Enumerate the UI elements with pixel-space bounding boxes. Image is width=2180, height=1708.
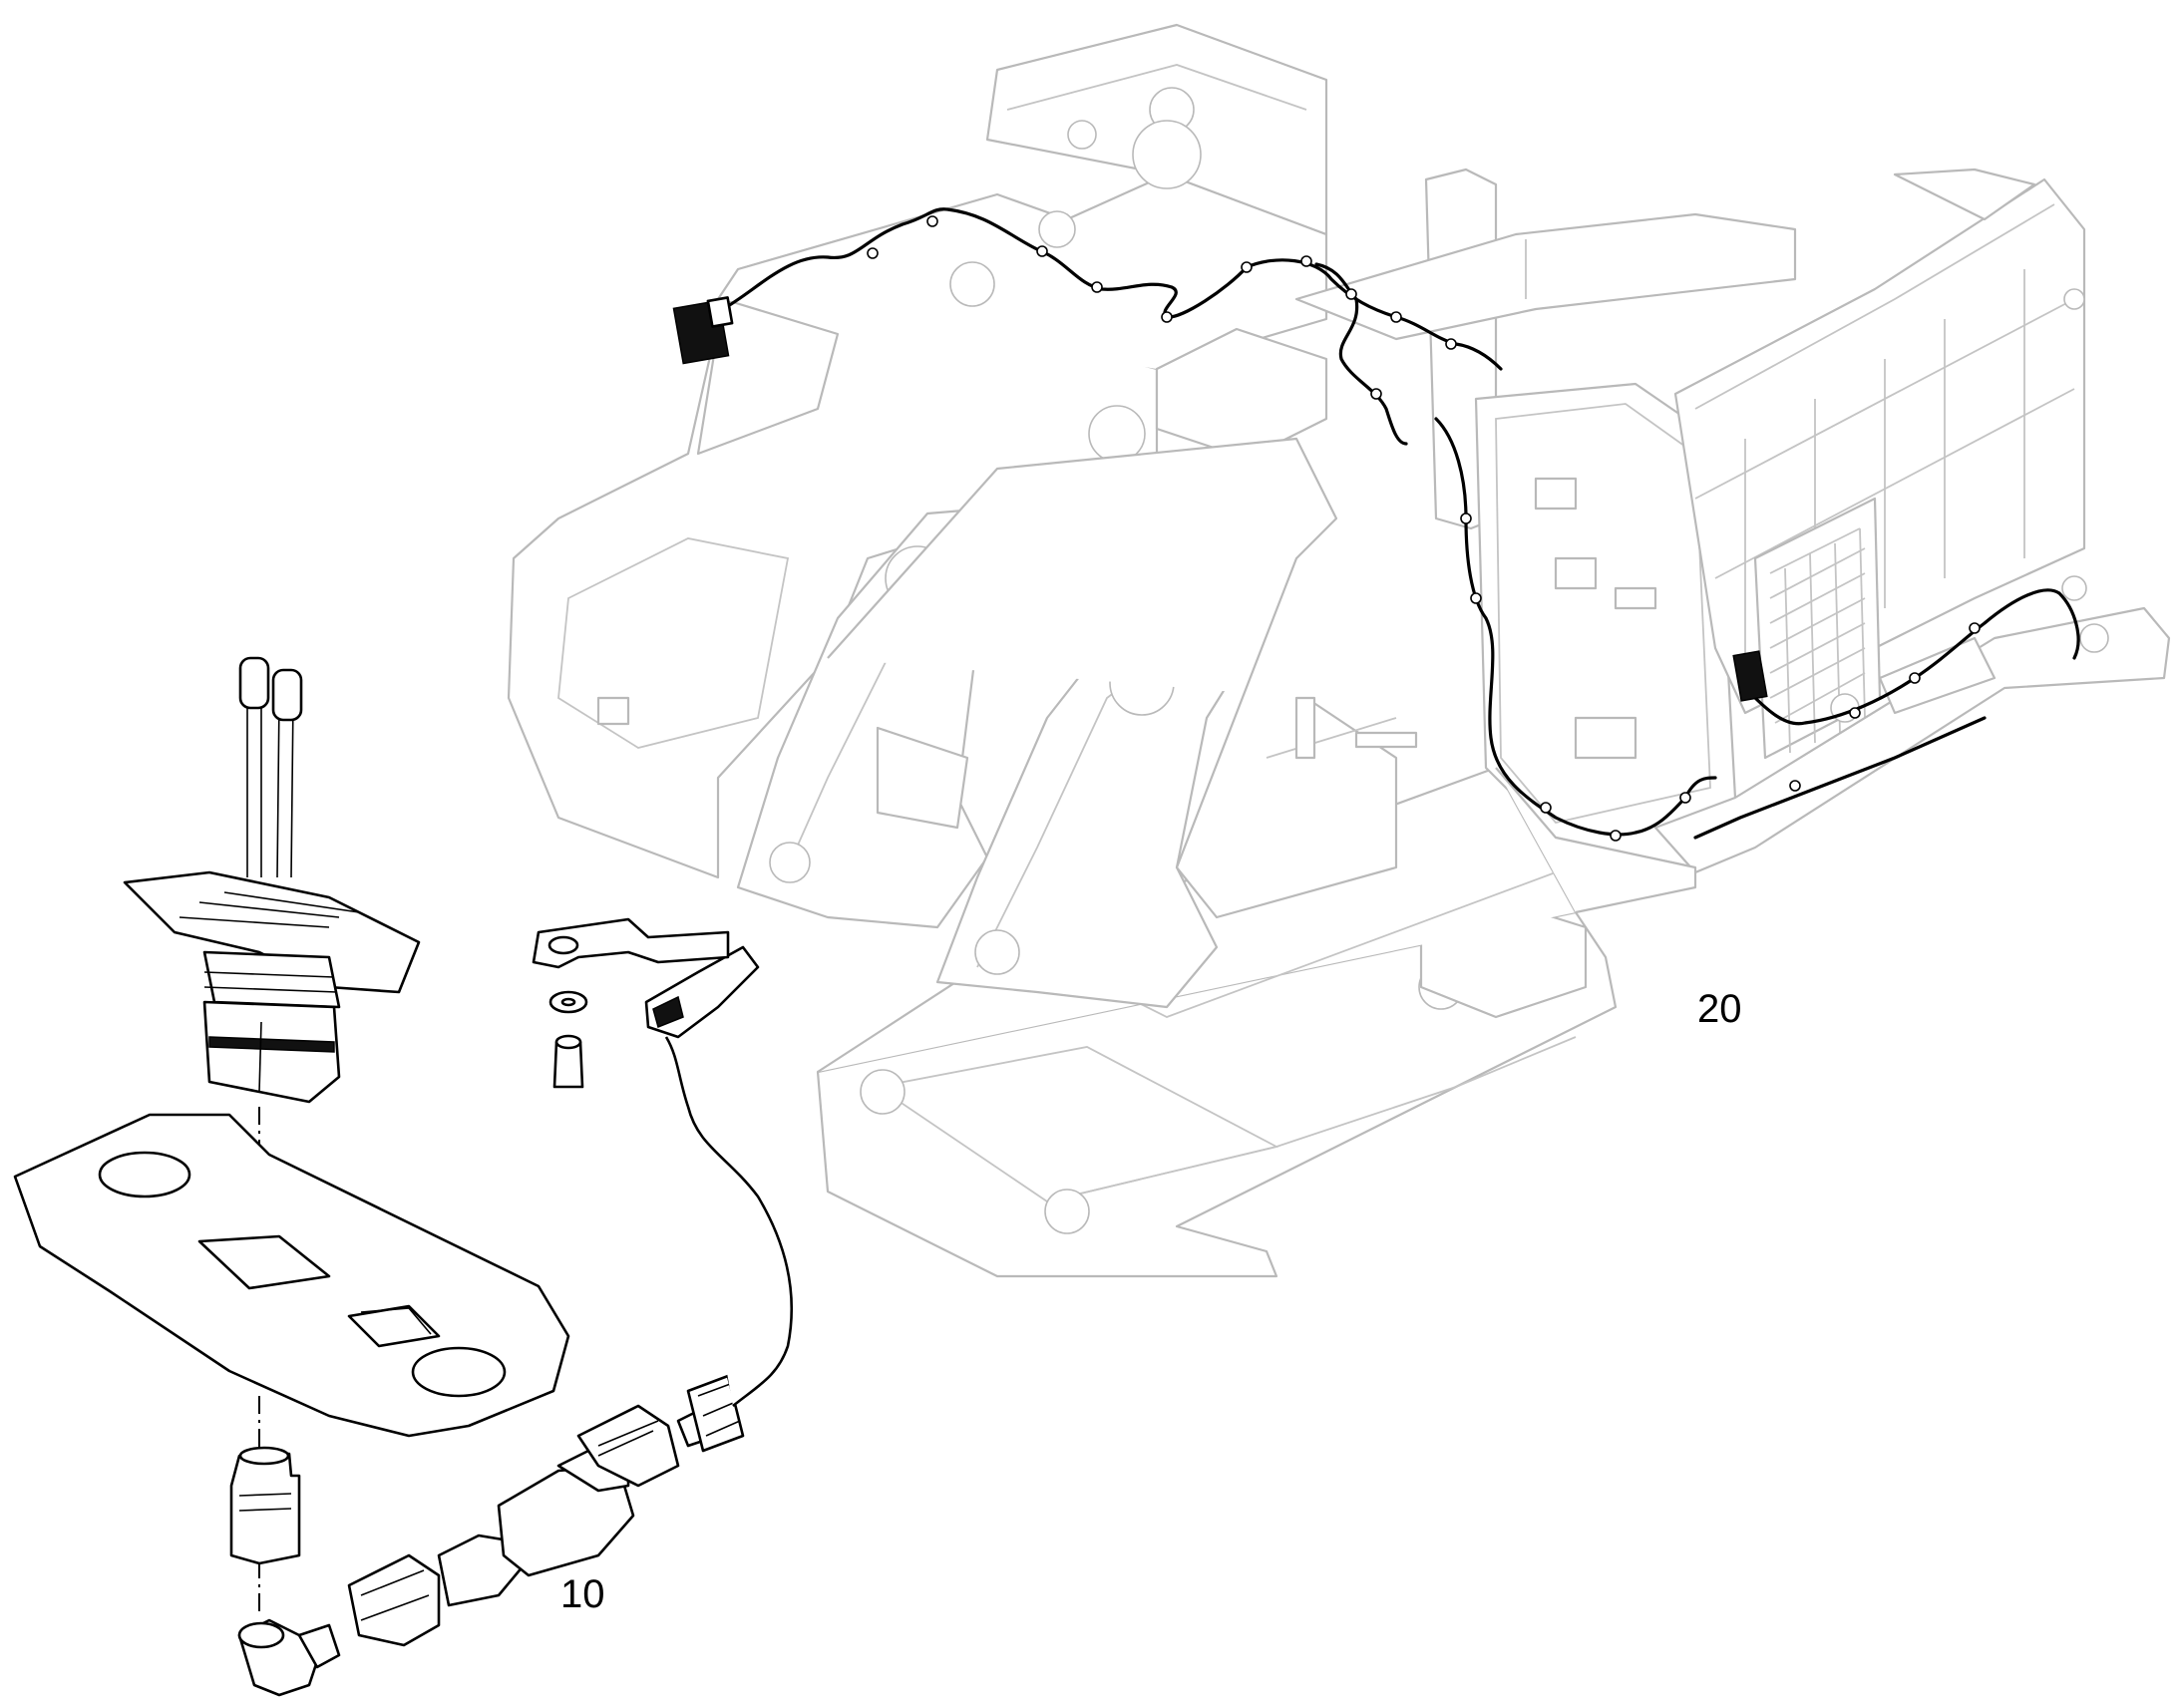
sensor-cable [644, 945, 794, 1408]
machine-frame [507, 23, 2171, 1278]
console-plate [13, 1113, 570, 1438]
hydraulic-fittings [229, 1374, 745, 1697]
callout-item-20: 20 [1697, 987, 1742, 1031]
wiring-harness-item-20 [672, 207, 2080, 842]
bracket-hardware [532, 917, 730, 1089]
callout-item-10: 10 [560, 1572, 605, 1616]
